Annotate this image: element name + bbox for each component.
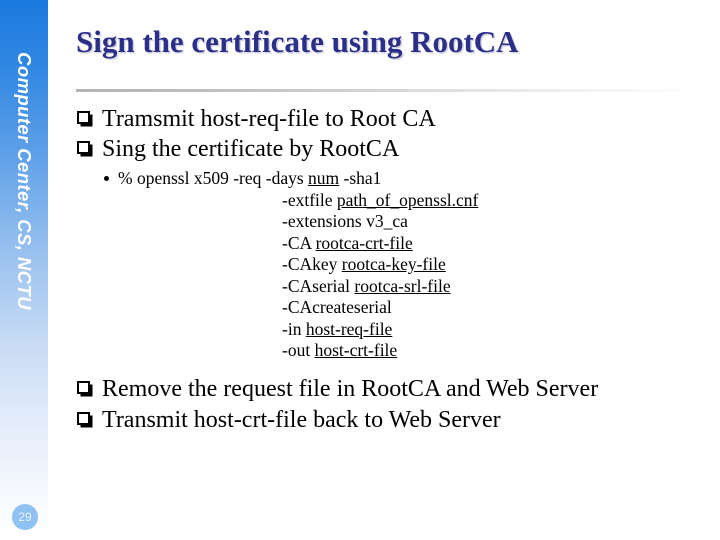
page-number-badge: 29 xyxy=(12,504,38,530)
command-arg: rootca-srl-file xyxy=(354,275,451,296)
bullet-item-sign-cert: Sing the certificate by RootCA xyxy=(76,134,716,164)
command-text: -CAkey xyxy=(282,254,342,274)
command-arg: host-crt-file xyxy=(314,340,398,360)
square-bullet-icon xyxy=(77,141,90,154)
square-bullet-icon xyxy=(77,411,90,425)
command-line-1: % openssl x509 -req -days num -sha1 xyxy=(76,168,716,190)
command-line-8: -in host-req-file xyxy=(76,319,716,341)
command-line-7: -CAcreateserial xyxy=(76,297,716,319)
command-text: -in xyxy=(282,318,306,339)
openssl-command-block: % openssl x509 -req -days num -sha1 -ext… xyxy=(76,168,716,362)
closing-bullets: Remove the request file in RootCA and We… xyxy=(76,374,716,436)
bullet-text: Transmit host-crt-file back to Web Serve… xyxy=(102,406,501,433)
command-text: -out xyxy=(282,340,315,360)
bullet-item-transmit-req: Tramsmit host-req-file to Root CA xyxy=(76,104,716,134)
bullet-item-transmit-crt: Transmit host-crt-file back to Web Serve… xyxy=(76,405,716,436)
title-divider-rule xyxy=(76,89,704,92)
sidebar-gradient-banner: Computer Center, CS, NCTU 29 xyxy=(0,0,48,540)
command-line-5: -CAkey rootca-key-file xyxy=(76,254,716,276)
command-text: -sha1 xyxy=(339,168,382,188)
bullet-text: Sing the certificate by RootCA xyxy=(102,136,400,162)
command-text: -CAcreateserial xyxy=(282,297,392,317)
command-arg: path_of_openssl.cnf xyxy=(336,189,479,210)
sidebar-label-text: Computer Center, CS, NCTU xyxy=(14,52,35,310)
bullet-text: Remove the request file in RootCA and We… xyxy=(102,375,599,402)
command-text: -CA xyxy=(282,232,316,253)
command-text: % openssl x509 -req -days xyxy=(118,168,309,188)
command-line-9: -out host-crt-file xyxy=(76,340,716,362)
command-line-3: -extensions v3_ca xyxy=(76,211,716,233)
round-bullet-icon xyxy=(104,176,109,181)
command-text: -CAserial xyxy=(282,275,355,296)
command-arg: host-req-file xyxy=(305,318,393,339)
square-bullet-icon xyxy=(77,380,90,394)
sidebar-vertical-label: Computer Center, CS, NCTU xyxy=(0,0,48,470)
command-arg: rootca-crt-file xyxy=(315,232,413,253)
command-line-4: -CA rootca-crt-file xyxy=(76,233,716,255)
bullet-text: Tramsmit host-req-file to Root CA xyxy=(102,106,436,132)
command-line-2: -extfile path_of_openssl.cnf xyxy=(76,190,716,212)
slide-body: Tramsmit host-req-file to Root CA Sing t… xyxy=(76,104,716,436)
command-arg: num xyxy=(308,168,340,188)
square-bullet-icon xyxy=(77,111,90,124)
command-arg: rootca-key-file xyxy=(341,254,446,274)
command-text: -extfile xyxy=(282,189,337,210)
bullet-item-remove-request: Remove the request file in RootCA and We… xyxy=(76,374,716,405)
command-line-6: -CAserial rootca-srl-file xyxy=(76,276,716,298)
page-title: Sign the certificate using RootCA xyxy=(76,24,519,59)
command-text: -extensions v3_ca xyxy=(282,211,408,231)
